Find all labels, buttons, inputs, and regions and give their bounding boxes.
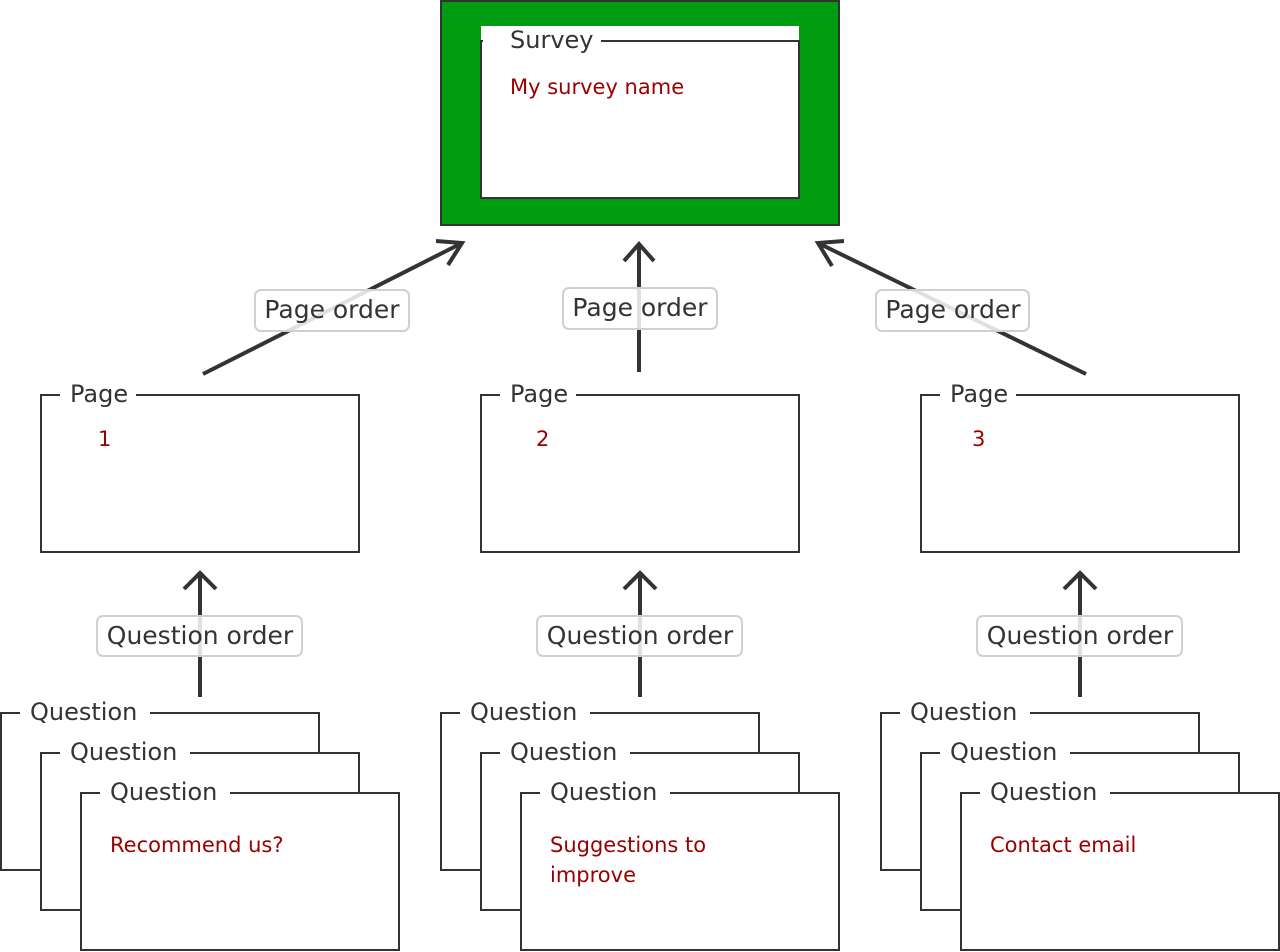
question-stack-3: Question Question Question Contact email — [880, 698, 1280, 951]
question-title: Question — [70, 738, 177, 766]
edge-label-question-order-3: Question order — [976, 615, 1183, 657]
question-stack-2: Question Question Question Suggestions t… — [440, 698, 840, 951]
question-text-line-1: Suggestions to — [550, 833, 706, 857]
question-text-line-2: improve — [550, 863, 636, 887]
page-number-value: 1 — [98, 427, 111, 451]
question-text-line-1: Recommend us? — [110, 833, 284, 857]
question-title: Question — [30, 698, 137, 726]
survey-title: Survey — [510, 26, 593, 54]
page-node-3[interactable]: Page 3 — [920, 380, 1240, 553]
page-title: Page — [510, 380, 568, 408]
question-title: Question — [950, 738, 1057, 766]
page-node-1[interactable]: Page 1 — [40, 380, 360, 553]
page-title: Page — [950, 380, 1008, 408]
question-card-front[interactable]: Question Suggestions to improve — [520, 778, 840, 951]
page-number-value: 2 — [536, 427, 549, 451]
question-title: Question — [470, 698, 577, 726]
survey-box — [480, 40, 800, 199]
edge-label-question-order-1: Question order — [96, 615, 303, 657]
question-title: Question — [510, 738, 617, 766]
edge-label-text: Question order — [547, 621, 734, 650]
edge-label-page-order-2: Page order — [562, 287, 718, 330]
edge-label-page-order-1: Page order — [254, 289, 410, 332]
question-title: Question — [110, 778, 217, 806]
page-node-2[interactable]: Page 2 — [480, 380, 800, 553]
edge-label-text: Page order — [264, 295, 400, 324]
edge-label-text: Question order — [987, 621, 1174, 650]
question-card-front[interactable]: Question Contact email — [960, 778, 1280, 951]
edge-label-page-order-3: Page order — [875, 289, 1030, 332]
question-stack-1: Question Question Question Recommend us? — [0, 698, 400, 951]
edge-label-question-order-2: Question order — [536, 615, 743, 657]
survey-name-value: My survey name — [510, 75, 684, 99]
page-title: Page — [70, 380, 128, 408]
question-title: Question — [990, 778, 1097, 806]
question-title: Question — [910, 698, 1017, 726]
question-title: Question — [550, 778, 657, 806]
page-number-value: 3 — [972, 427, 985, 451]
survey-node[interactable]: Survey My survey name — [440, 0, 840, 226]
edge-label-text: Page order — [885, 295, 1021, 324]
edge-label-text: Question order — [107, 621, 294, 650]
survey-title-mask — [483, 28, 601, 46]
question-card-front[interactable]: Question Recommend us? — [80, 778, 400, 951]
edge-label-text: Page order — [572, 293, 708, 322]
question-text-line-1: Contact email — [990, 833, 1136, 857]
